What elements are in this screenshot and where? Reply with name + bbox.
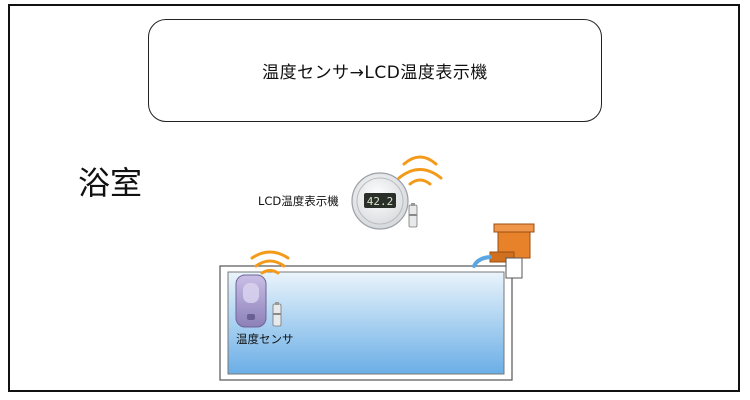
battery-icon — [272, 302, 282, 327]
faucet-icon — [472, 223, 535, 279]
lcd-display-label: LCD温度表示機 — [258, 194, 339, 208]
room-label: 浴室 — [78, 164, 143, 202]
title-text: 温度センサ→LCD温度表示機 — [262, 63, 488, 83]
lcd-reading: 42.2 — [367, 195, 394, 208]
title-box: 温度センサ→LCD温度表示機 — [148, 19, 602, 122]
wireless-signal-icon — [250, 250, 290, 275]
sensor-label: 温度センサ — [236, 332, 294, 346]
temperature-sensor-device — [235, 274, 267, 328]
lcd-display-device: 42.2 — [351, 172, 409, 230]
wireless-signal-icon — [397, 155, 443, 186]
battery-icon — [408, 203, 418, 228]
bathtub — [219, 265, 513, 381]
lcd-screen — [364, 193, 396, 208]
